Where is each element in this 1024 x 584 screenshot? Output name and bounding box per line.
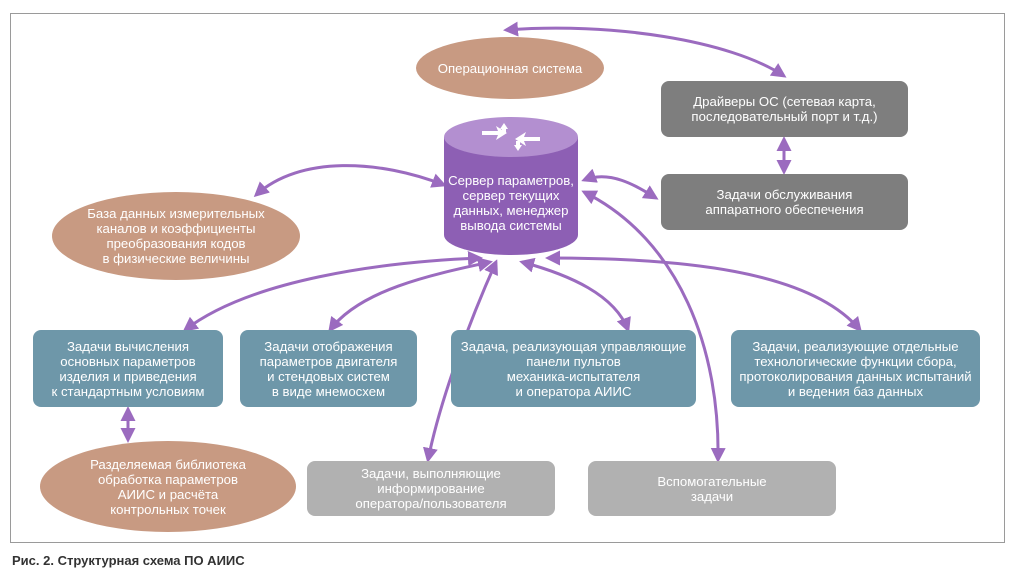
drivers-node: Драйверы ОС (сетевая карта, последовател…	[661, 81, 908, 137]
connector-server-display	[328, 257, 493, 333]
database-label: База данных измерительных каналов и коэф…	[87, 206, 265, 266]
panel-task-label: Задача, реализующая управляющие панели п…	[460, 338, 687, 399]
inform-tasks-label: Задачи, выполняющие информирование опера…	[355, 466, 507, 511]
connector-server-tech	[545, 250, 862, 333]
shared-library-node: Разделяемая библиотека обработка парамет…	[40, 441, 296, 532]
connector-server-panel	[519, 257, 631, 333]
hw-tasks-label: Задачи обслуживания аппаратного обеспече…	[705, 187, 864, 217]
server-cylinder-icon	[444, 117, 578, 255]
tech-tasks-node: Задачи, реализующие отдельные технологич…	[731, 330, 980, 407]
hw-tasks-node: Задачи обслуживания аппаратного обеспече…	[661, 174, 908, 230]
os-label: Операционная система	[437, 60, 583, 76]
tech-tasks-label: Задачи, реализующие отдельные технологич…	[739, 338, 972, 399]
connector-server-hwtasks	[581, 168, 659, 200]
calc-tasks-node: Задачи вычисления основных параметров из…	[33, 330, 223, 407]
figure-caption: Рис. 2. Структурная схема ПО АИИС	[12, 553, 245, 568]
drivers-label: Драйверы ОС (сетевая карта, последовател…	[691, 94, 878, 124]
shared-library-label: Разделяемая библиотека обработка парамет…	[90, 456, 246, 517]
calc-tasks-label: Задачи вычисления основных параметров из…	[51, 338, 205, 399]
connector-server-aux	[581, 190, 726, 463]
aux-tasks-node: Вспомогательные задачи	[588, 461, 836, 516]
database-node: База данных измерительных каналов и коэф…	[52, 192, 300, 280]
connector-server-database	[253, 164, 447, 198]
inform-tasks-node: Задачи, выполняющие информирование опера…	[307, 461, 555, 516]
server-label: Сервер параметров, сервер текущих данных…	[448, 173, 574, 233]
os-node: Операционная система	[416, 37, 604, 99]
panel-task-node: Задача, реализующая управляющие панели п…	[451, 330, 696, 407]
connector-os-drivers	[503, 21, 787, 78]
aux-tasks-label: Вспомогательные задачи	[657, 473, 767, 504]
server-node: Сервер параметров, сервер текущих данных…	[444, 115, 578, 257]
display-tasks-node: Задачи отображения параметров двигателя …	[240, 330, 417, 407]
display-tasks-label: Задачи отображения параметров двигателя …	[259, 338, 398, 399]
